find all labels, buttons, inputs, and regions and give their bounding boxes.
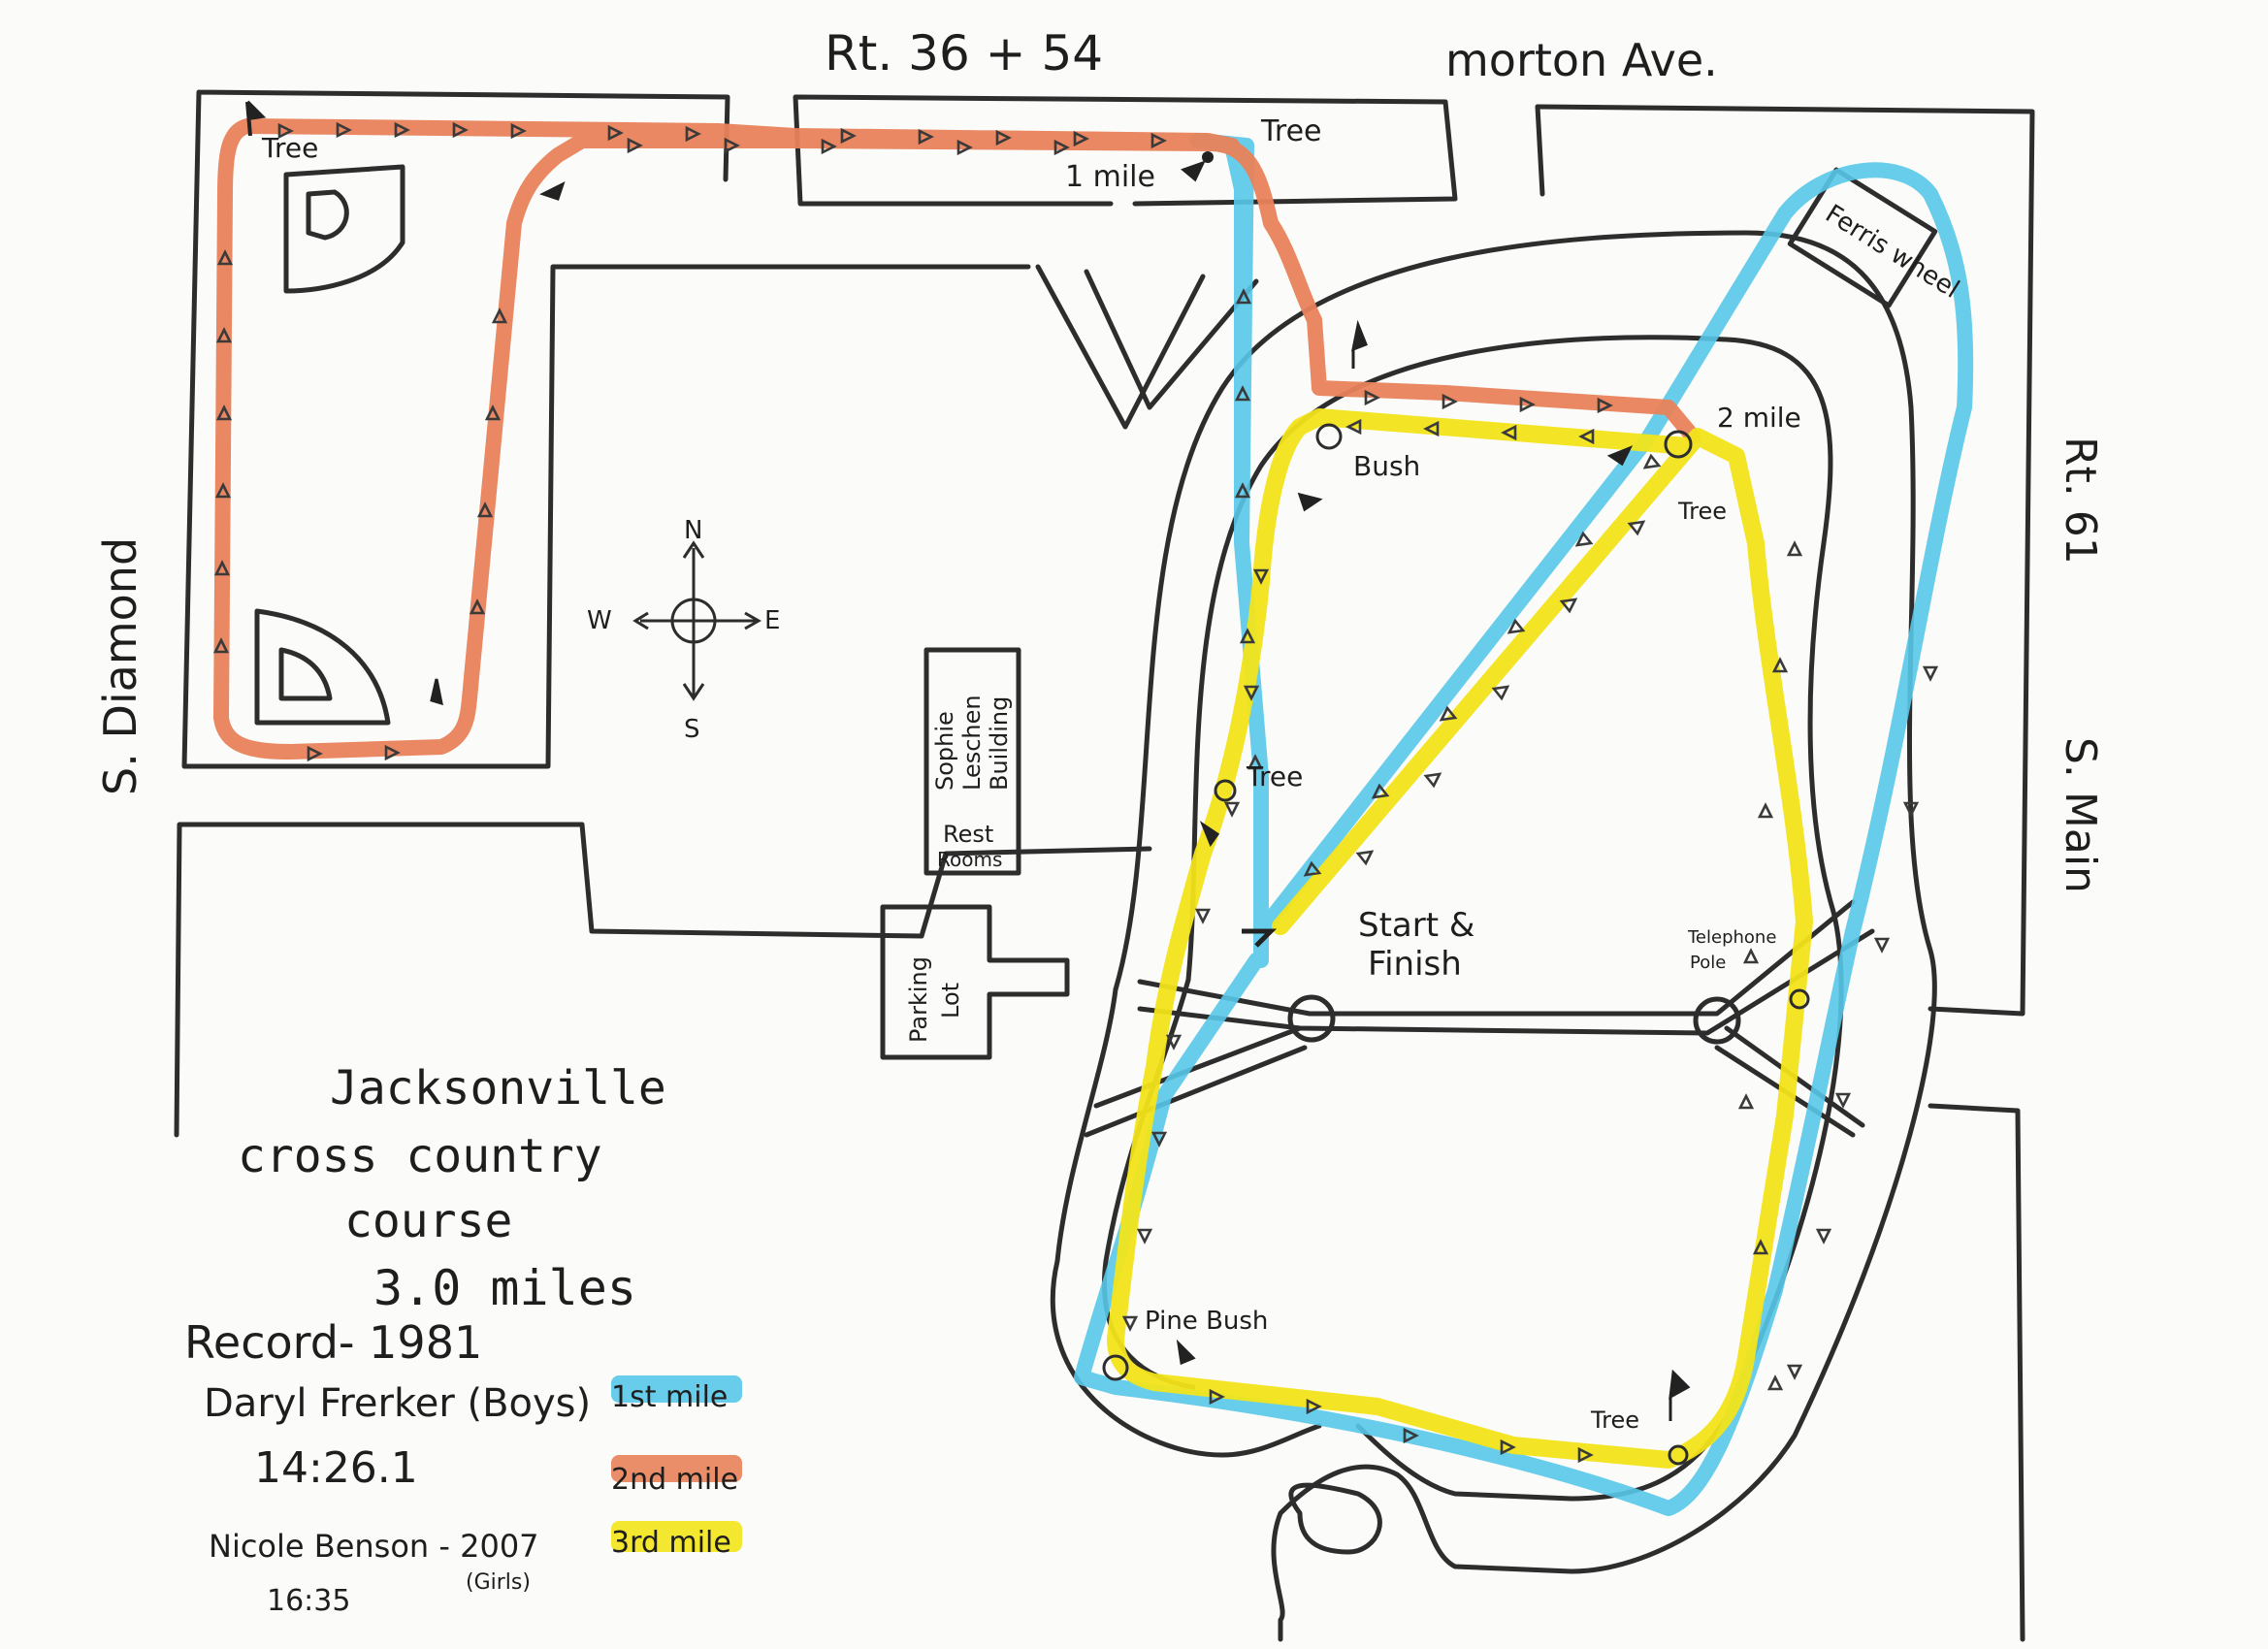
start-label: Start & xyxy=(1358,906,1474,945)
route-3rd-mile xyxy=(1107,408,1813,1469)
rest-rooms-label-2: Rooms xyxy=(937,848,1002,871)
record-girls-time: 16:35 xyxy=(267,1584,350,1618)
two-mile-label: 2 mile xyxy=(1717,402,1801,434)
title-line-4: 3.0 miles xyxy=(373,1260,636,1316)
landmark-circles xyxy=(1102,151,1810,1466)
telephone-label: Telephone xyxy=(1687,927,1776,948)
ferris-wheel xyxy=(1787,167,1938,308)
street-label-east-upper: Rt. 61 xyxy=(2056,436,2105,565)
one-mile-label: 1 mile xyxy=(1065,160,1155,194)
street-label-north: Rt. 36 + 54 xyxy=(825,25,1103,81)
flag-markers xyxy=(245,100,1691,1421)
ball-field-south xyxy=(254,608,391,726)
parking-lot xyxy=(880,904,1070,1060)
finish-label: Finish xyxy=(1368,945,1462,984)
tree-two-label: Tree xyxy=(1677,498,1727,525)
street-label-east-lower: S. Main xyxy=(2056,737,2105,893)
record-heading: Record- 1981 xyxy=(184,1316,482,1369)
title-line-1: Jacksonville xyxy=(330,1061,666,1116)
compass-n: N xyxy=(684,516,702,545)
record-girls-name: Nicole Benson - 2007 xyxy=(209,1528,539,1565)
pine-bush-label: Pine Bush xyxy=(1145,1307,1268,1336)
title-line-2: cross country xyxy=(238,1129,602,1183)
route-2nd-mile xyxy=(213,118,1701,760)
sophie-label-2: Leschen xyxy=(958,695,986,791)
tree-north-label: Tree xyxy=(1260,114,1322,148)
record-boys-time: 14:26.1 xyxy=(254,1443,418,1493)
bush-label: Bush xyxy=(1353,450,1420,482)
sophie-label-3: Building xyxy=(986,696,1013,791)
tree-west-label: Tree xyxy=(1246,760,1303,792)
legend-label-3: 3rd mile xyxy=(611,1526,731,1560)
street-label-west: S. Diamond xyxy=(94,537,146,795)
record-boys-name: Daryl Frerker (Boys) xyxy=(204,1381,591,1426)
compass-s: S xyxy=(684,715,700,744)
sophie-leschen-building xyxy=(923,647,1021,876)
route-arrows xyxy=(212,121,1939,1464)
street-label-northeast: morton Ave. xyxy=(1445,34,1718,86)
street-outlines xyxy=(174,89,2035,1642)
park-roads xyxy=(1050,230,1937,1642)
tree-south-label: Tree xyxy=(1590,1406,1639,1434)
ball-field-north xyxy=(283,164,405,294)
parking-label-2: Lot xyxy=(937,983,964,1018)
tree-nw-label: Tree xyxy=(261,132,318,164)
compass-e: E xyxy=(764,606,780,635)
compass-rose xyxy=(632,540,762,701)
title-line-3: course xyxy=(344,1194,512,1248)
legend-label-1: 1st mile xyxy=(611,1380,728,1414)
sophie-label-1: Sophie xyxy=(931,711,958,791)
compass-w: W xyxy=(587,606,612,635)
rest-rooms-label-1: Rest xyxy=(943,821,993,848)
parking-label-1: Parking xyxy=(905,956,932,1043)
legend-label-2: 2nd mile xyxy=(611,1463,738,1497)
pole-label: Pole xyxy=(1690,953,1726,973)
record-girls-label: (Girls) xyxy=(466,1570,531,1595)
legend-swatches xyxy=(611,1375,742,1552)
